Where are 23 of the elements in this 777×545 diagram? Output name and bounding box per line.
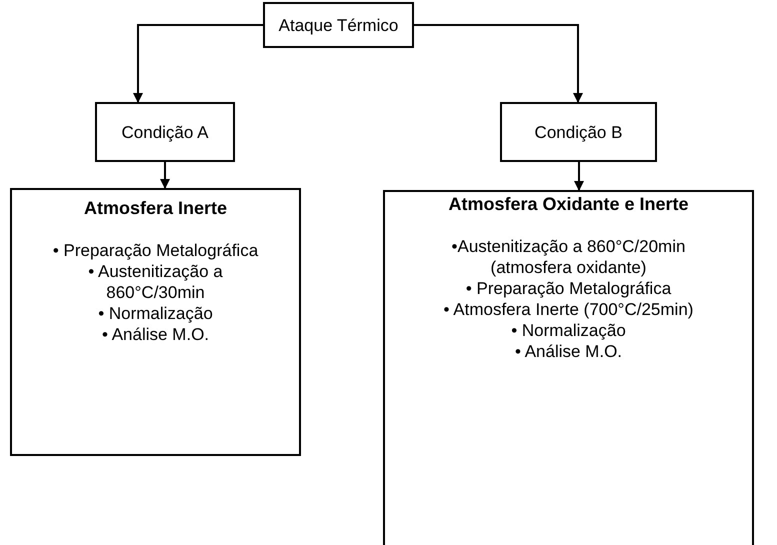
- step-item: • Análise M.O.: [102, 324, 210, 345]
- box-label: Condição A: [122, 122, 208, 142]
- process-box: [95, 102, 235, 162]
- step-item: • Preparação Metalográfica: [52, 240, 258, 261]
- box-label: Condição B: [534, 122, 622, 142]
- step-box: [10, 188, 301, 456]
- box-label: Ataque Térmico: [278, 14, 398, 36]
- step-item: • Preparação Metalográfica: [466, 278, 672, 299]
- step-item: • Austenitização a 860°C/30min: [87, 261, 224, 303]
- step-box: [383, 190, 754, 545]
- arrow: [133, 24, 263, 103]
- box-heading: Atmosfera Oxidante e Inerte: [448, 194, 689, 215]
- process-box: [500, 102, 657, 162]
- step-item: • Normalização: [511, 320, 626, 341]
- process-box: [263, 2, 414, 48]
- step-item: • Análise M.O.: [514, 341, 622, 362]
- box-heading: Atmosfera Inerte: [84, 198, 228, 219]
- step-item: • Atmosfera Inerte (700°C/25min): [444, 299, 694, 320]
- step-item: •Austenitização a 860°C/20min (atmosfera oxidante): [450, 236, 686, 278]
- step-item: • Normalização: [98, 303, 213, 324]
- arrow: [414, 24, 583, 103]
- arrow: [574, 162, 584, 191]
- arrow: [160, 162, 170, 189]
